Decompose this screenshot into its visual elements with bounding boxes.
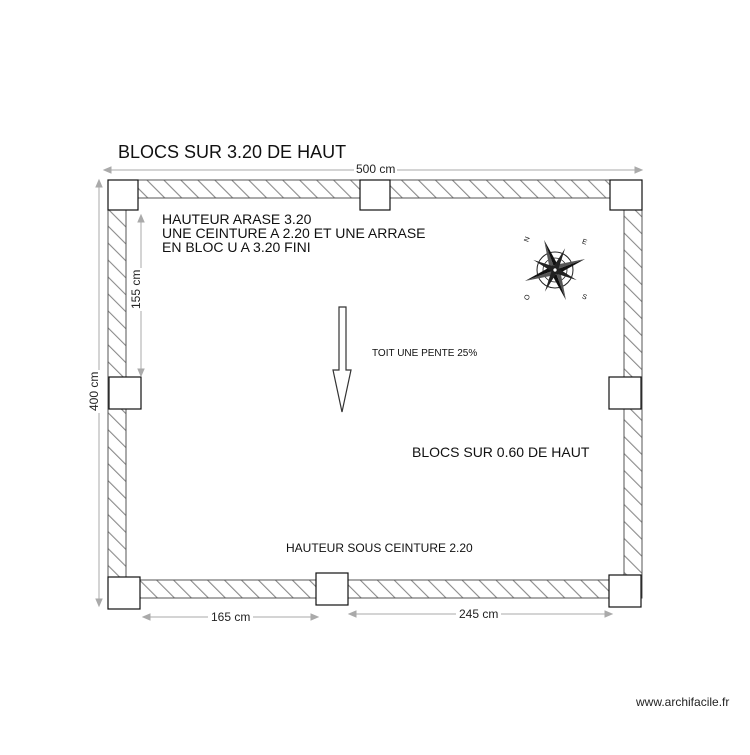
- dim-arrow: [102, 166, 112, 174]
- dim-label-bottom-left: 165 cm: [208, 611, 254, 623]
- dim-arrow: [95, 598, 103, 608]
- watermark-link[interactable]: www.archifacile.fr: [636, 695, 730, 709]
- post-mid-left: [108, 376, 142, 410]
- dim-arrow: [141, 613, 151, 621]
- dim-label-bottom-right: 245 cm: [456, 608, 502, 620]
- under-belt-label: HAUTEUR SOUS CEINTURE 2.20: [286, 541, 473, 555]
- arase-line: HAUTEUR ARASE 3.20: [162, 211, 312, 227]
- low-blocks-label: BLOCS SUR 0.60 DE HAUT: [412, 444, 590, 460]
- post-top-left: [107, 179, 139, 211]
- dim-arrow: [347, 610, 357, 618]
- arase-line: EN BLOC U A 3.20 FINI: [162, 239, 311, 255]
- dim-arrow: [604, 610, 614, 618]
- wall-bottom: [107, 579, 643, 599]
- post-bottom-middle: [315, 572, 349, 606]
- arase-line: UNE CEINTURE A 2.20 ET UNE ARRASE: [162, 225, 426, 241]
- dim-arrow: [634, 166, 644, 174]
- roof-slope-label: TOIT UNE PENTE 25%: [372, 348, 478, 359]
- dim-arrow: [137, 368, 145, 378]
- roof-slope-arrow: [332, 306, 352, 413]
- post-mid-right: [608, 376, 642, 410]
- dim-arrow: [137, 213, 145, 223]
- post-top-middle: [359, 179, 391, 211]
- arase-note: HAUTEUR ARASE 3.20 UNE CEINTURE A 2.20 E…: [162, 212, 426, 254]
- dim-label-height: 400 cm: [87, 369, 101, 413]
- compass-rose-icon: [524, 239, 586, 301]
- post-bottom-left: [107, 576, 141, 610]
- dim-arrow: [310, 613, 320, 621]
- post-bottom-right: [608, 574, 642, 608]
- plan-title: BLOCS SUR 3.20 DE HAUT: [118, 142, 347, 162]
- dim-arrow: [95, 178, 103, 188]
- posts: [107, 179, 643, 610]
- post-top-right: [609, 179, 643, 211]
- dim-label-left-partial: 155 cm: [129, 267, 143, 311]
- dim-label-width: 500 cm: [354, 162, 398, 176]
